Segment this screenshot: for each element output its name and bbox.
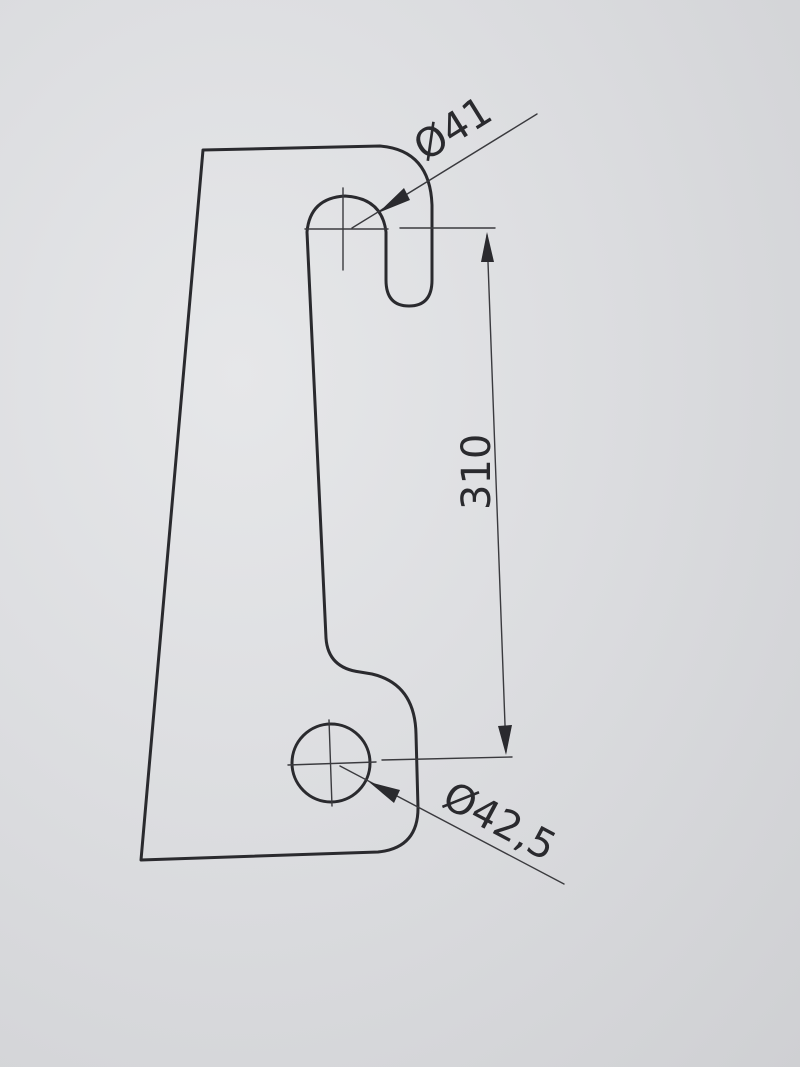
dimension-label-d41: Ø41 bbox=[406, 88, 500, 171]
leader-arrow-d41 bbox=[378, 188, 410, 213]
dimension-label-d42-5: Ø42,5 bbox=[435, 773, 563, 870]
leader-arrow-d42-5 bbox=[369, 782, 400, 803]
dimension-arrow-top bbox=[481, 232, 494, 262]
dimension-line-310 bbox=[486, 234, 507, 753]
dimension-arrow-bottom bbox=[498, 725, 512, 755]
large-hole-centerline-h bbox=[287, 761, 377, 766]
dimension-label-310: 310 bbox=[454, 434, 500, 510]
extension-line-bottom bbox=[381, 756, 513, 761]
large-hole-circle bbox=[290, 722, 372, 804]
part-outline bbox=[139, 144, 434, 862]
